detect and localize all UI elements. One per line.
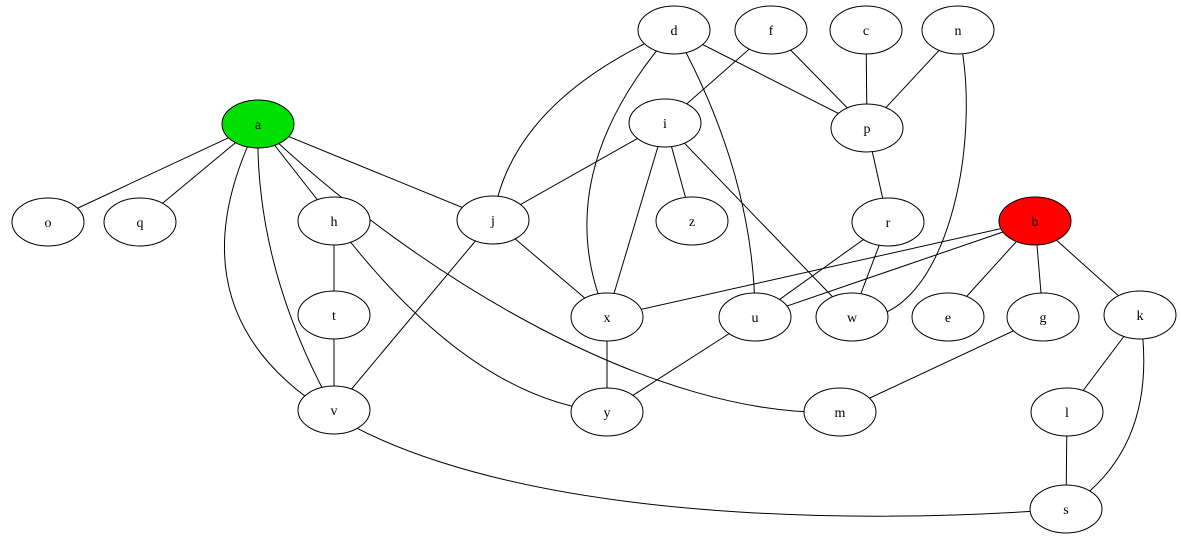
node-s-label: s	[1063, 503, 1068, 518]
node-g: g	[1006, 292, 1080, 342]
node-o-label: o	[45, 216, 52, 231]
edge-d-x	[586, 29, 675, 318]
node-z-label: z	[689, 215, 695, 230]
node-g-label: g	[1040, 311, 1047, 326]
node-t-label: t	[332, 309, 336, 324]
edge-a-o	[47, 123, 259, 223]
edge-a-v	[257, 123, 335, 411]
node-d-label: d	[671, 24, 678, 39]
node-v: v	[297, 385, 371, 435]
node-a-shape	[221, 99, 295, 149]
edge-n-w	[851, 29, 967, 319]
node-h-label: h	[331, 215, 338, 230]
node-e-label: e	[945, 311, 951, 326]
node-k: k	[1103, 290, 1177, 340]
node-h-shape	[297, 196, 371, 246]
edge-a-s	[224, 123, 1067, 517]
node-i-shape	[628, 98, 702, 148]
node-k-label: k	[1137, 309, 1144, 324]
node-d: d	[637, 5, 711, 55]
edge-i-w	[664, 122, 853, 318]
node-r: r	[851, 197, 925, 247]
node-x-label: x	[604, 311, 611, 326]
node-b-shape	[998, 196, 1072, 246]
edge-a-m	[257, 123, 841, 413]
node-n: n	[921, 5, 995, 55]
edge-b-u	[754, 220, 1036, 318]
edge-x-b	[606, 220, 1036, 318]
node-u: u	[718, 292, 792, 342]
node-r-label: r	[886, 216, 891, 231]
node-m: m	[803, 387, 877, 437]
edge-d-p	[673, 29, 868, 129]
node-f-shape	[734, 5, 808, 55]
node-y: y	[570, 387, 644, 437]
node-a-label: a	[255, 118, 262, 133]
node-c-shape	[829, 5, 903, 55]
node-j-shape	[456, 195, 530, 245]
node-q-shape	[103, 197, 177, 247]
node-n-label: n	[955, 24, 962, 39]
node-f: f	[734, 5, 808, 55]
node-b-label: b	[1032, 215, 1039, 230]
node-z-shape	[655, 196, 729, 246]
node-c-label: c	[863, 24, 869, 39]
node-t: t	[297, 290, 371, 340]
node-s: s	[1029, 484, 1103, 534]
edge-i-j	[492, 122, 666, 221]
node-z: z	[655, 196, 729, 246]
node-p: p	[830, 103, 904, 153]
node-l: l	[1030, 387, 1104, 437]
node-f-label: f	[769, 24, 774, 39]
node-u-label: u	[752, 311, 759, 326]
edge-d-u	[673, 29, 756, 318]
node-p-label: p	[864, 122, 871, 137]
node-c: c	[829, 5, 903, 55]
node-r-shape	[851, 197, 925, 247]
edge-g-m	[839, 316, 1044, 413]
node-m-label: m	[835, 406, 846, 421]
node-e: e	[911, 292, 985, 342]
node-n-shape	[921, 5, 995, 55]
node-x-shape	[570, 292, 644, 342]
edge-a-j	[257, 123, 494, 221]
node-l-shape	[1030, 387, 1104, 437]
node-x: x	[570, 292, 644, 342]
node-g-shape	[1006, 292, 1080, 342]
node-w: w	[815, 292, 889, 342]
node-q-label: q	[137, 216, 144, 231]
node-j: j	[456, 195, 530, 245]
node-a: a	[221, 99, 295, 149]
node-u-shape	[718, 292, 792, 342]
node-j-label: j	[490, 214, 495, 229]
node-i-label: i	[663, 117, 667, 132]
node-v-label: v	[331, 404, 338, 419]
edge-j-v	[333, 219, 494, 411]
node-q: q	[103, 197, 177, 247]
edge-d-j	[492, 29, 675, 221]
node-h: h	[297, 196, 371, 246]
node-e-shape	[911, 292, 985, 342]
node-b: b	[998, 196, 1072, 246]
node-y-shape	[570, 387, 644, 437]
edge-i-x	[606, 122, 666, 318]
node-d-shape	[637, 5, 711, 55]
node-s-shape	[1029, 484, 1103, 534]
node-t-shape	[297, 290, 371, 340]
node-o: o	[11, 197, 85, 247]
node-l-label: l	[1065, 406, 1069, 421]
node-k-shape	[1103, 290, 1177, 340]
edge-h-y	[333, 220, 608, 413]
node-w-shape	[815, 292, 889, 342]
node-w-label: w	[847, 311, 858, 326]
node-p-shape	[830, 103, 904, 153]
node-m-shape	[803, 387, 877, 437]
node-v-shape	[297, 385, 371, 435]
node-i: i	[628, 98, 702, 148]
node-y-label: y	[604, 406, 611, 421]
node-o-shape	[11, 197, 85, 247]
